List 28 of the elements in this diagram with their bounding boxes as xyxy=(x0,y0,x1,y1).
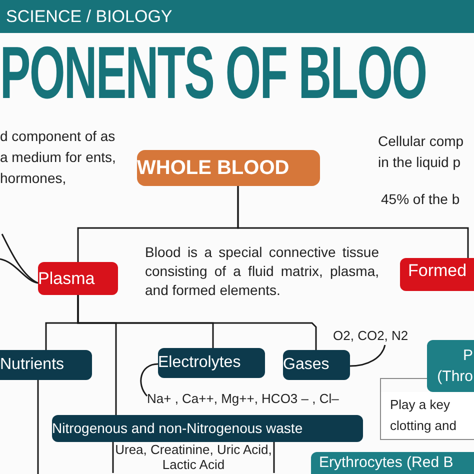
category-box: Plasma xyxy=(38,262,118,295)
category-box: Nutrients xyxy=(0,350,92,380)
waste-list: Urea, Creatinine, Uric Acid, Lactic Acid xyxy=(113,442,274,473)
category-box: P (Thro xyxy=(427,340,474,392)
category-box: Electrolytes xyxy=(158,348,265,378)
connector-line xyxy=(1,234,38,284)
category-box: Gases xyxy=(283,350,350,380)
connector-line xyxy=(37,380,39,474)
title: PONENTS OF BLOO xyxy=(0,36,426,110)
connector-line xyxy=(77,295,117,415)
electrolyte-list: Na+ , Ca++, Mg++, HCO3 – , Cl– xyxy=(147,389,351,407)
intro-text: d component of as a medium for ents, hormones, xyxy=(0,127,117,188)
connector-line xyxy=(0,258,38,284)
description-box: Play a key clotting and xyxy=(380,392,474,440)
category-box: Erythrocytes (Red B xyxy=(311,452,474,474)
section-label: SCIENCE / BIOLOGY xyxy=(6,6,172,28)
connector-line xyxy=(140,363,158,396)
percentage-text: 45% of the b xyxy=(381,190,460,209)
category-box: Nitrogenous and non-Nitrogenous waste xyxy=(52,415,363,442)
category-box: Formed xyxy=(400,258,474,291)
connector-line xyxy=(273,442,275,473)
connector-line xyxy=(237,186,469,258)
category-box: WHOLE BLOOD xyxy=(137,150,320,186)
connector-line xyxy=(112,442,114,473)
intro-text: Cellular comp in the liquid p xyxy=(378,132,465,172)
connector-line xyxy=(350,344,386,367)
gas-list: O2, CO2, N2 xyxy=(333,327,419,345)
description-text: Blood is a special connective tissue consisting of a fluid matrix, plasma, and formed elements. xyxy=(145,243,379,300)
